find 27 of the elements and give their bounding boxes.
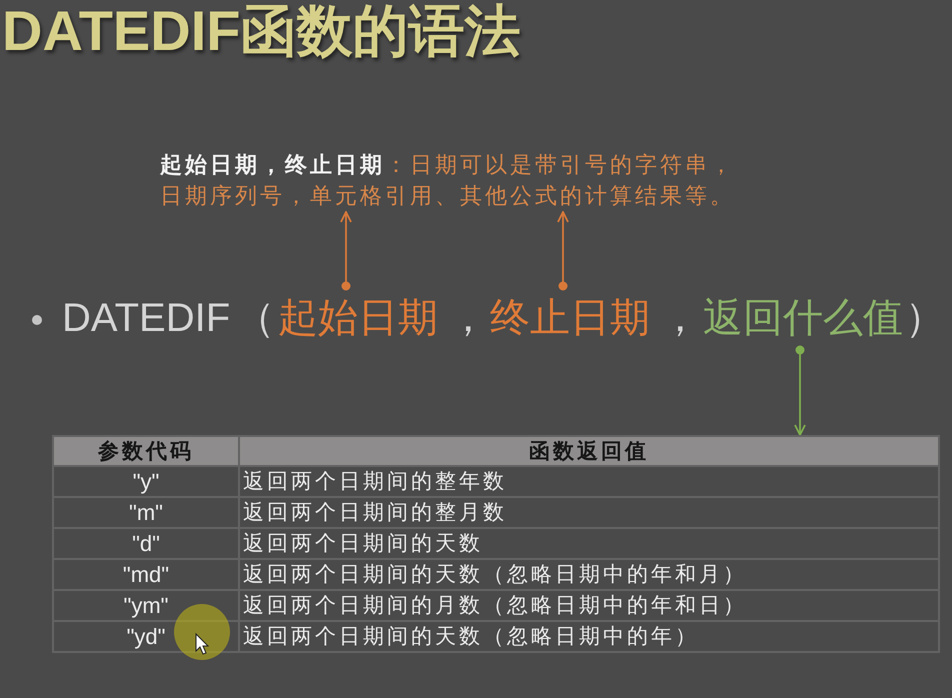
parameter-text: 返回什么值: [703, 286, 903, 350]
table-cell: "md": [53, 559, 239, 590]
arrow: [557, 211, 569, 290]
table-cell: "ym": [53, 590, 239, 621]
column-header: 参数代码: [53, 436, 239, 466]
table-cell: 返回两个日期间的整月数: [239, 497, 939, 528]
comma: ，: [660, 295, 700, 342]
arrow: [794, 346, 806, 436]
table-cell: 返回两个日期间的天数: [239, 528, 939, 559]
arrow: [340, 211, 352, 290]
table-cell: 返回两个日期间的天数（忽略日期中的年）: [239, 621, 939, 652]
table-cell: "y": [53, 466, 239, 497]
table-cell: "m": [53, 497, 239, 528]
annotation-text: 起始日期，终止日期：日期可以是带引号的字符串，日期序列号，单元格引用、其他公式的计算结果等。: [160, 150, 752, 212]
parameter-text: 起始日期: [278, 286, 438, 350]
comma: ，: [448, 295, 488, 342]
parameter-text: 终止日期: [490, 286, 650, 350]
table-cell: 返回两个日期间的天数（忽略日期中的年和月）: [239, 559, 939, 590]
bracket: ）: [905, 295, 945, 342]
table-cell: 返回两个日期间的整年数: [239, 466, 939, 497]
column-header: 函数返回值: [239, 436, 939, 466]
data-table: [52, 435, 940, 653]
table-cell: 返回两个日期间的月数（忽略日期中的年和日）: [239, 590, 939, 621]
function-name: DATEDIF: [62, 295, 230, 342]
table-cell: "d": [53, 528, 239, 559]
title: DATEDIF函数的语法: [2, 0, 520, 62]
bracket: （: [235, 295, 275, 342]
